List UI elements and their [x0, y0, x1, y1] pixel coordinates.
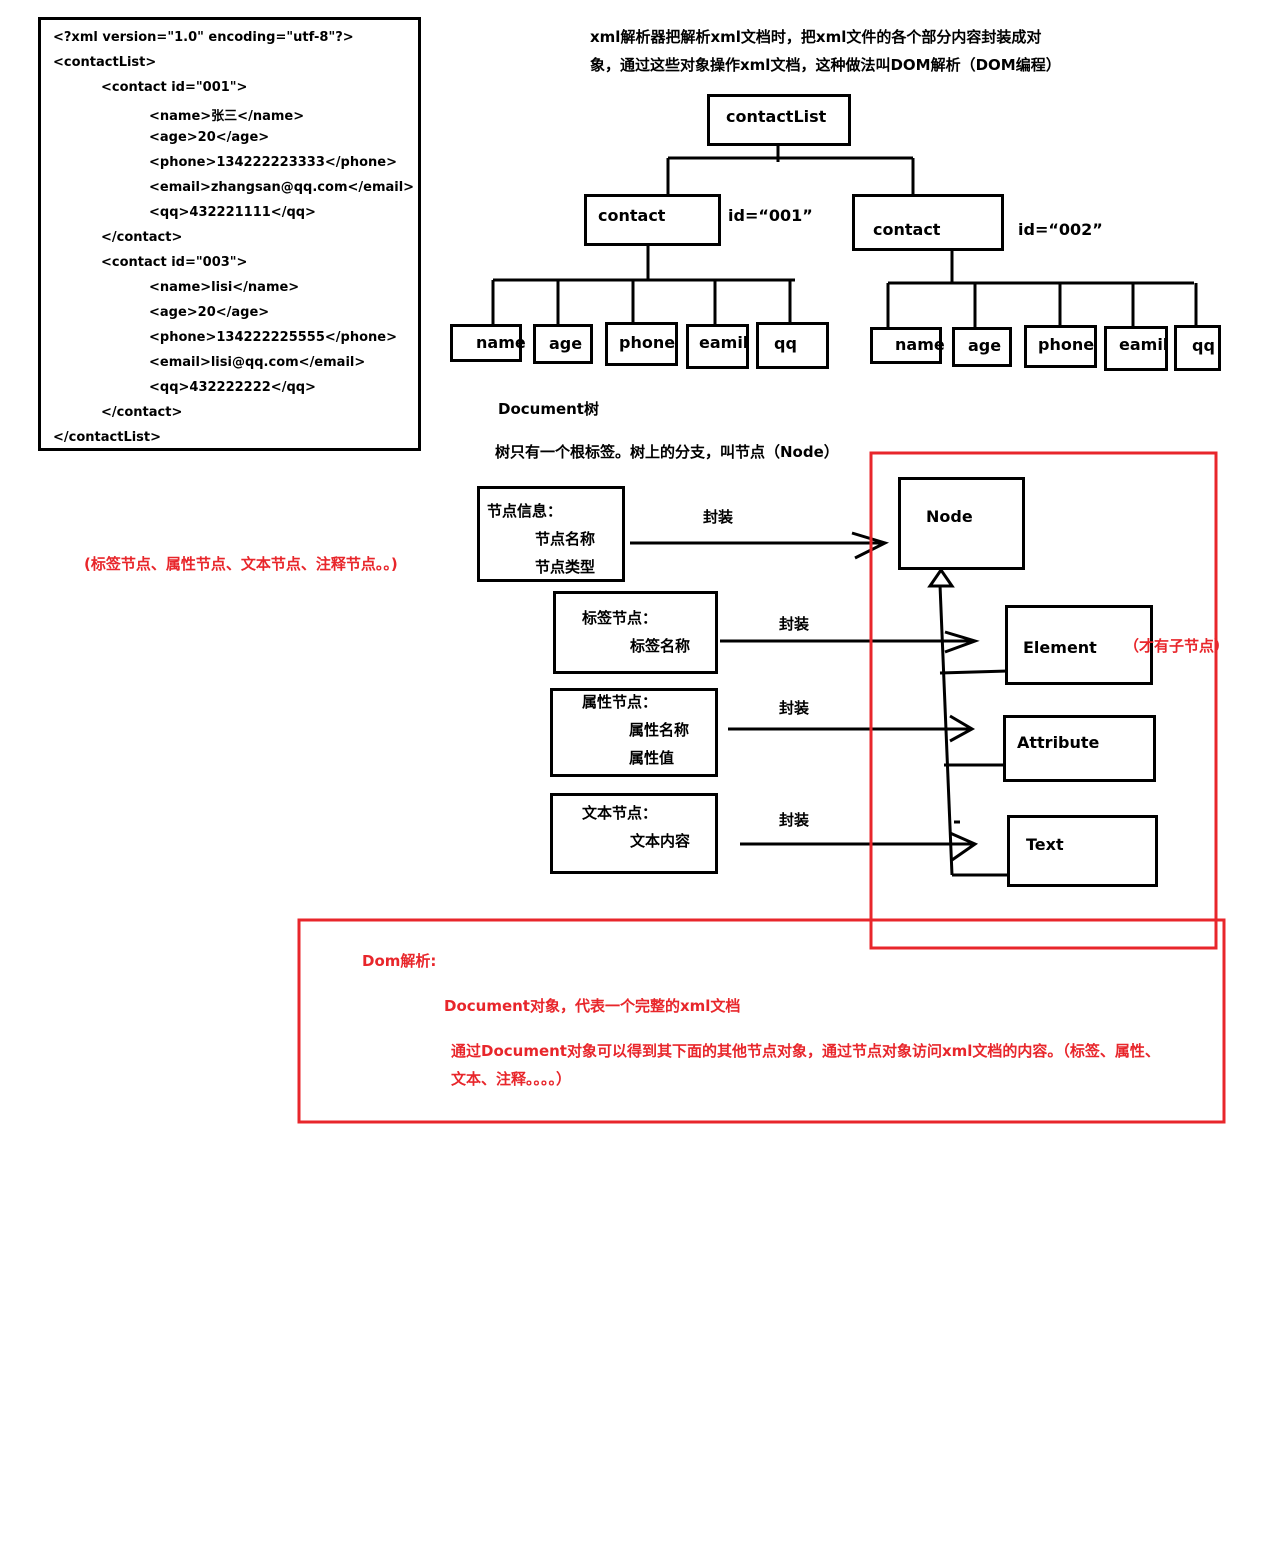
xml-line: <contact id="003"> — [101, 255, 248, 270]
child-box — [1024, 325, 1097, 368]
child-label: age — [549, 334, 583, 353]
child-box — [870, 327, 942, 364]
element-class-label: Element — [1023, 638, 1097, 657]
child-box — [605, 322, 678, 366]
dom-parse-line2: 通过Document对象可以得到其下面的其他节点对象，通过节点对象访问xml文档… — [451, 1042, 1160, 1060]
attr-node-line: 属性名称 — [629, 721, 690, 739]
xml-line: <email>lisi@qq.com</email> — [149, 355, 366, 370]
xml-line: <qq>432222222</qq> — [149, 380, 316, 395]
xml-line: <contact id="001"> — [101, 80, 248, 95]
encapsulate-label: 封装 — [779, 699, 810, 717]
child-box — [533, 324, 593, 364]
attribute-class-box — [1003, 715, 1156, 782]
tag-node-box — [553, 591, 718, 674]
intro-line-2: 象，通过这些对象操作xml文档，这种做法叫DOM解析（DOM编程） — [590, 56, 1061, 74]
xml-line: <age>20</age> — [149, 130, 270, 145]
node-info-line: 节点类型 — [535, 558, 596, 576]
tag-node-title: 标签节点： — [582, 609, 658, 627]
xml-line: </contactList> — [53, 430, 162, 445]
text-node-line: 文本内容 — [630, 832, 691, 850]
node-info-line: 节点名称 — [535, 530, 596, 548]
child-label: name — [476, 333, 526, 352]
text-node-box — [550, 793, 718, 874]
dom-parse-line1: Document对象，代表一个完整的xml文档 — [444, 997, 741, 1015]
text-class-box — [1007, 815, 1158, 887]
xml-code-box — [38, 17, 421, 451]
encapsulate-label: 封装 — [779, 615, 810, 633]
text-node-title: 文本节点： — [582, 804, 658, 822]
xml-line: <email>zhangsan@qq.com</email> — [149, 180, 415, 195]
contact2-id: id=“002” — [1018, 220, 1103, 239]
tag-node-line: 标签名称 — [630, 637, 691, 655]
contact1-label: contact — [598, 206, 666, 225]
xml-line: <name>张三</name> — [149, 109, 305, 124]
child-label: eamil — [1119, 335, 1169, 354]
element-note: （才有子节点） — [1124, 637, 1230, 655]
child-box — [686, 324, 749, 369]
xml-line: </contact> — [101, 405, 183, 420]
doc-tree-title: Document树 — [498, 400, 599, 418]
child-box — [1174, 325, 1221, 371]
xml-line: <age>20</age> — [149, 305, 270, 320]
node-info-title: 节点信息： — [487, 502, 563, 520]
node-class-label: Node — [926, 507, 973, 526]
attribute-class-label: Attribute — [1017, 733, 1100, 752]
dom-parse-line3: 文本、注释。。。。） — [451, 1070, 572, 1088]
child-label: phone — [1038, 335, 1095, 354]
attr-node-title: 属性节点： — [582, 693, 658, 711]
encapsulate-label: 封装 — [779, 811, 810, 829]
child-label: phone — [619, 333, 676, 352]
child-label: qq — [1192, 336, 1215, 355]
child-label: age — [968, 336, 1002, 355]
contact1-box — [584, 194, 721, 246]
node-class-box — [898, 477, 1025, 570]
child-box — [756, 322, 829, 369]
xml-line: <name>lisi</name> — [149, 280, 300, 295]
attr-node-box — [550, 688, 718, 777]
xml-line: <qq>432221111</qq> — [149, 205, 316, 220]
child-label: name — [895, 335, 945, 354]
dom-parse-title: Dom解析: — [362, 952, 437, 970]
attr-node-line: 属性值 — [629, 749, 675, 767]
tree-root-label: contactList — [726, 107, 827, 126]
xml-line: </contact> — [101, 230, 183, 245]
child-box — [1104, 326, 1168, 371]
xml-line: <phone>134222223333</phone> — [149, 155, 397, 170]
contact2-box — [852, 194, 1004, 251]
doc-tree-desc: 树只有一个根标签。树上的分支，叫节点（Node） — [495, 443, 839, 461]
tree-root-box — [707, 94, 851, 146]
encapsulate-label: 封装 — [703, 508, 734, 526]
xml-line: <?xml version="1.0" encoding="utf-8"?> — [53, 30, 354, 45]
contact2-label: contact — [873, 220, 941, 239]
contact1-id: id=“001” — [728, 206, 813, 225]
element-class-box — [1005, 605, 1153, 685]
child-box — [450, 324, 522, 362]
child-box — [952, 327, 1012, 367]
child-label: qq — [774, 334, 797, 353]
xml-line: <contactList> — [53, 55, 157, 70]
text-class-label: Text — [1026, 835, 1064, 854]
node-types-note: (标签节点、属性节点、文本节点、注释节点。。) — [84, 555, 398, 573]
node-info-box — [477, 486, 625, 582]
xml-line: <phone>134222225555</phone> — [149, 330, 397, 345]
intro-line-1: xml解析器把解析xml文档时，把xml文件的各个部分内容封装成对 — [590, 28, 1042, 46]
child-label: eamil — [699, 333, 749, 352]
